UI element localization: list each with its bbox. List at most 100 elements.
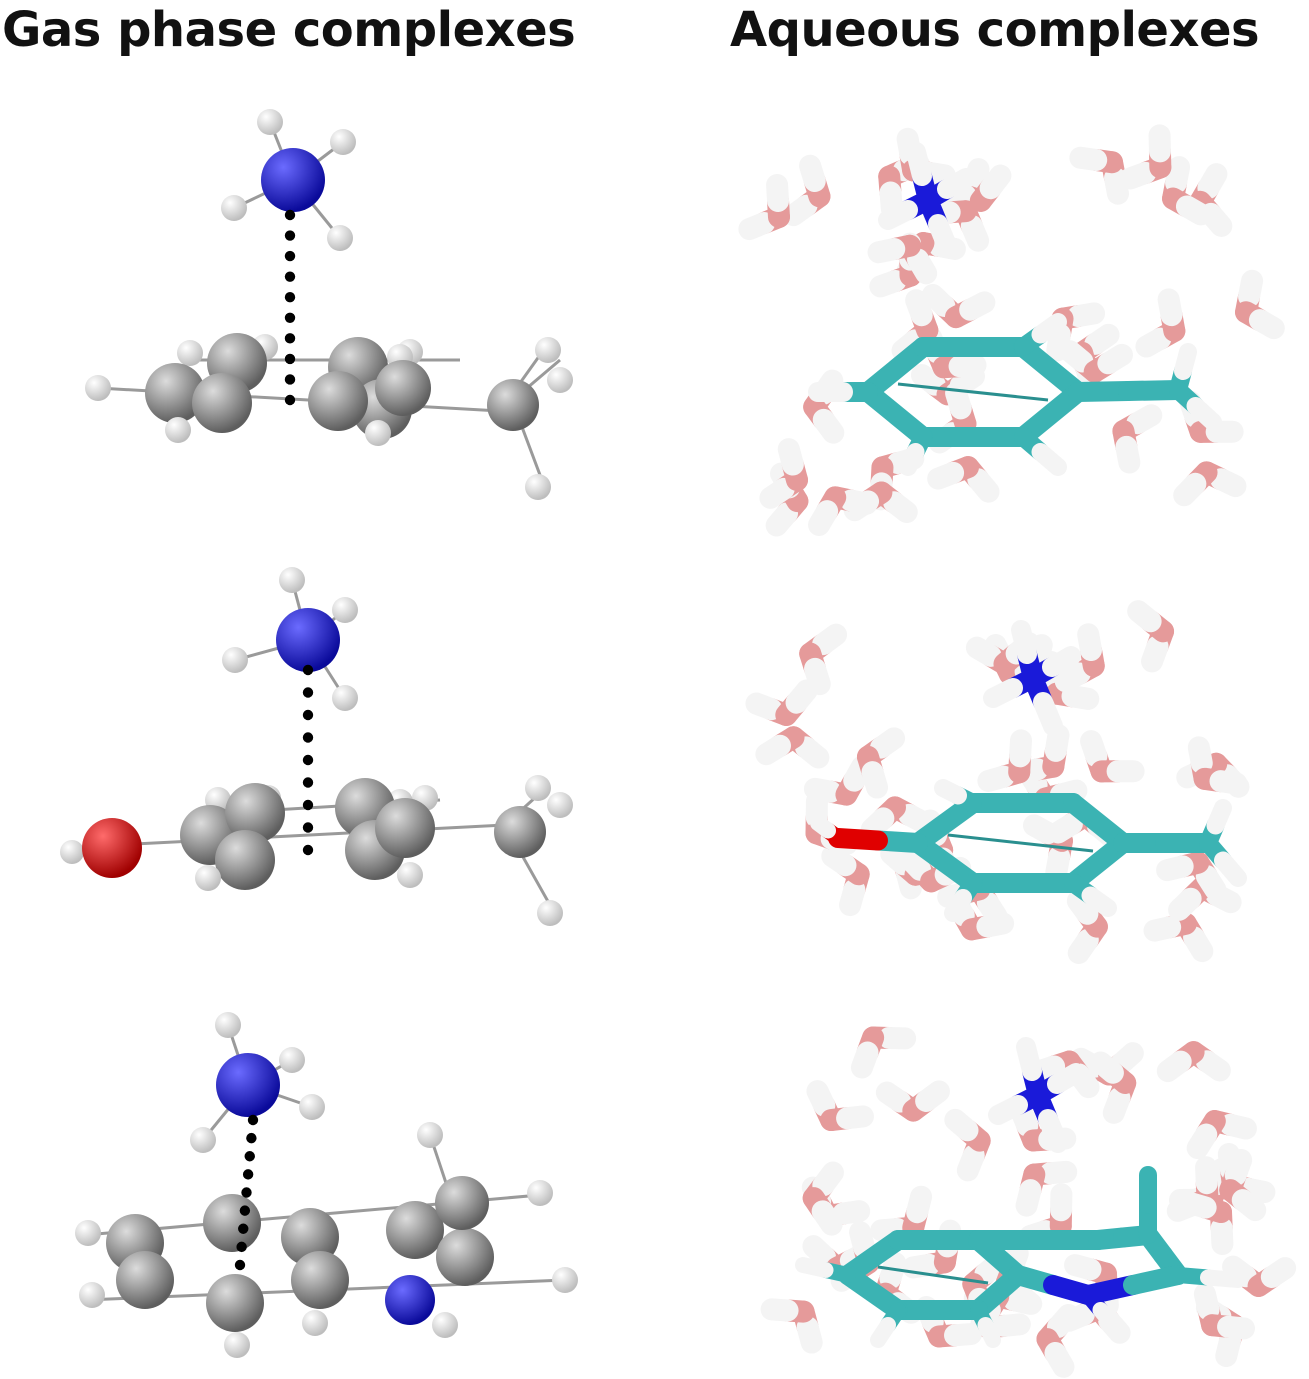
nitrogen-atom xyxy=(261,148,325,212)
water-molecule xyxy=(1141,635,1169,673)
water-molecule xyxy=(1119,161,1157,190)
water-molecule xyxy=(1197,163,1228,199)
water-molecule xyxy=(1127,600,1162,633)
ammonium-methylindole-gas-model xyxy=(75,1012,578,1358)
contact-dot xyxy=(284,312,296,323)
hydrogen-atom xyxy=(222,647,248,673)
aqueous-panel-toluene xyxy=(738,122,1285,537)
oh-bond-stick xyxy=(810,815,836,839)
water-molecule xyxy=(1210,1217,1234,1256)
water-molecule xyxy=(1187,736,1213,775)
hydrogen-atom xyxy=(85,375,111,401)
water-molecule xyxy=(759,477,795,509)
ammonium-toluene-water-snapshot xyxy=(738,122,1285,537)
ch-bond-stick xyxy=(1206,799,1232,835)
gas-panel-methylindole xyxy=(40,995,600,1375)
ammonium-stick xyxy=(1042,646,1081,677)
contact-dot xyxy=(246,1132,257,1144)
water-molecule xyxy=(1199,202,1233,237)
contact-dot xyxy=(302,754,314,766)
water-molecule xyxy=(948,354,987,378)
hydrogen-atom xyxy=(535,337,561,363)
ammonium-stick xyxy=(878,200,918,230)
water-molecule xyxy=(1143,916,1182,942)
water-molecule xyxy=(808,500,839,536)
aqueous-column-title: Aqueous complexes xyxy=(730,2,1260,58)
water-molecule xyxy=(803,777,842,803)
hydrogen-atom xyxy=(525,474,551,500)
ammonium-stick xyxy=(1016,1037,1042,1081)
hydrogen-atom xyxy=(224,1332,250,1358)
ch-bond-stick xyxy=(1031,313,1067,344)
water-molecule xyxy=(867,238,906,264)
water-molecule xyxy=(1183,926,1214,963)
hydrogen-atom xyxy=(547,367,573,393)
water-molecule xyxy=(839,489,878,515)
ammonium-stick xyxy=(1011,620,1037,664)
water-molecule xyxy=(1156,1050,1192,1083)
water-molecule xyxy=(1157,288,1183,327)
ammonium-stick xyxy=(906,142,932,186)
water-molecule xyxy=(1237,1177,1276,1204)
hydrogen-atom xyxy=(365,420,391,446)
water-molecule xyxy=(945,382,972,420)
water-molecule xyxy=(1047,813,1083,844)
carbon-atom xyxy=(291,1251,349,1309)
hydrogen-atom xyxy=(257,109,283,135)
water-molecule xyxy=(1015,1179,1042,1217)
water-molecule xyxy=(979,164,1012,200)
carbon-atom xyxy=(436,1228,494,1286)
contact-dot xyxy=(247,1114,259,1126)
hydrogen-atom xyxy=(537,900,563,926)
contact-dot xyxy=(284,271,296,282)
water-molecule xyxy=(1044,724,1070,762)
hydrogen-atom xyxy=(79,1282,105,1308)
water-molecule xyxy=(976,891,1008,928)
water-molecule xyxy=(849,1221,876,1259)
water-molecule xyxy=(760,1298,799,1322)
ring-inner-edge xyxy=(897,382,1049,402)
contact-dot xyxy=(284,394,296,406)
water-molecule xyxy=(1054,662,1091,693)
carbon-atom xyxy=(116,1251,174,1309)
carbon-atom xyxy=(225,783,285,843)
ch-bond-stick xyxy=(1186,397,1222,431)
carbon-atom xyxy=(386,1201,444,1259)
water-molecule xyxy=(1066,889,1099,925)
ammonium-toluene-gas-model xyxy=(85,109,573,500)
hydrogen-atom xyxy=(332,597,358,623)
ch-bond-stick xyxy=(934,779,967,805)
water-molecule xyxy=(967,468,1000,503)
nitrogen-atom xyxy=(216,1053,280,1117)
water-molecule xyxy=(782,194,818,227)
aromatic-ring-stick xyxy=(838,1265,908,1320)
contact-dot xyxy=(241,1187,252,1198)
aromatic-ring-stick xyxy=(858,382,933,447)
hydrogen-atom xyxy=(432,1312,458,1338)
aromatic-ring-stick xyxy=(1013,337,1088,402)
water-molecule xyxy=(745,692,783,721)
carbon-atom xyxy=(308,371,368,431)
water-molecule xyxy=(915,1080,950,1112)
hydrogen-atom xyxy=(195,865,221,891)
water-molecule xyxy=(785,679,818,714)
water-molecule xyxy=(1165,156,1191,194)
water-molecule xyxy=(1044,1341,1075,1378)
water-molecule xyxy=(850,1041,879,1079)
water-molecule xyxy=(921,283,956,318)
hydrogen-atom xyxy=(215,1012,241,1038)
water-molecule xyxy=(956,1144,985,1182)
water-molecule xyxy=(1210,468,1247,498)
ch-bond-stick xyxy=(1174,343,1197,380)
ammonium-methylindole-water-snapshot xyxy=(760,995,1297,1378)
contact-dot xyxy=(284,292,296,303)
carbon-atom xyxy=(145,363,205,423)
water-molecule xyxy=(1109,1042,1144,1075)
ammonium-cresol-gas-model xyxy=(60,567,573,926)
hydrogen-atom xyxy=(332,685,358,711)
water-molecule xyxy=(777,438,804,476)
hydrogen-atom xyxy=(302,1310,328,1336)
nitrogen-atom xyxy=(276,608,340,672)
water-molecule xyxy=(766,173,790,212)
hydrogen-atom xyxy=(397,862,423,888)
